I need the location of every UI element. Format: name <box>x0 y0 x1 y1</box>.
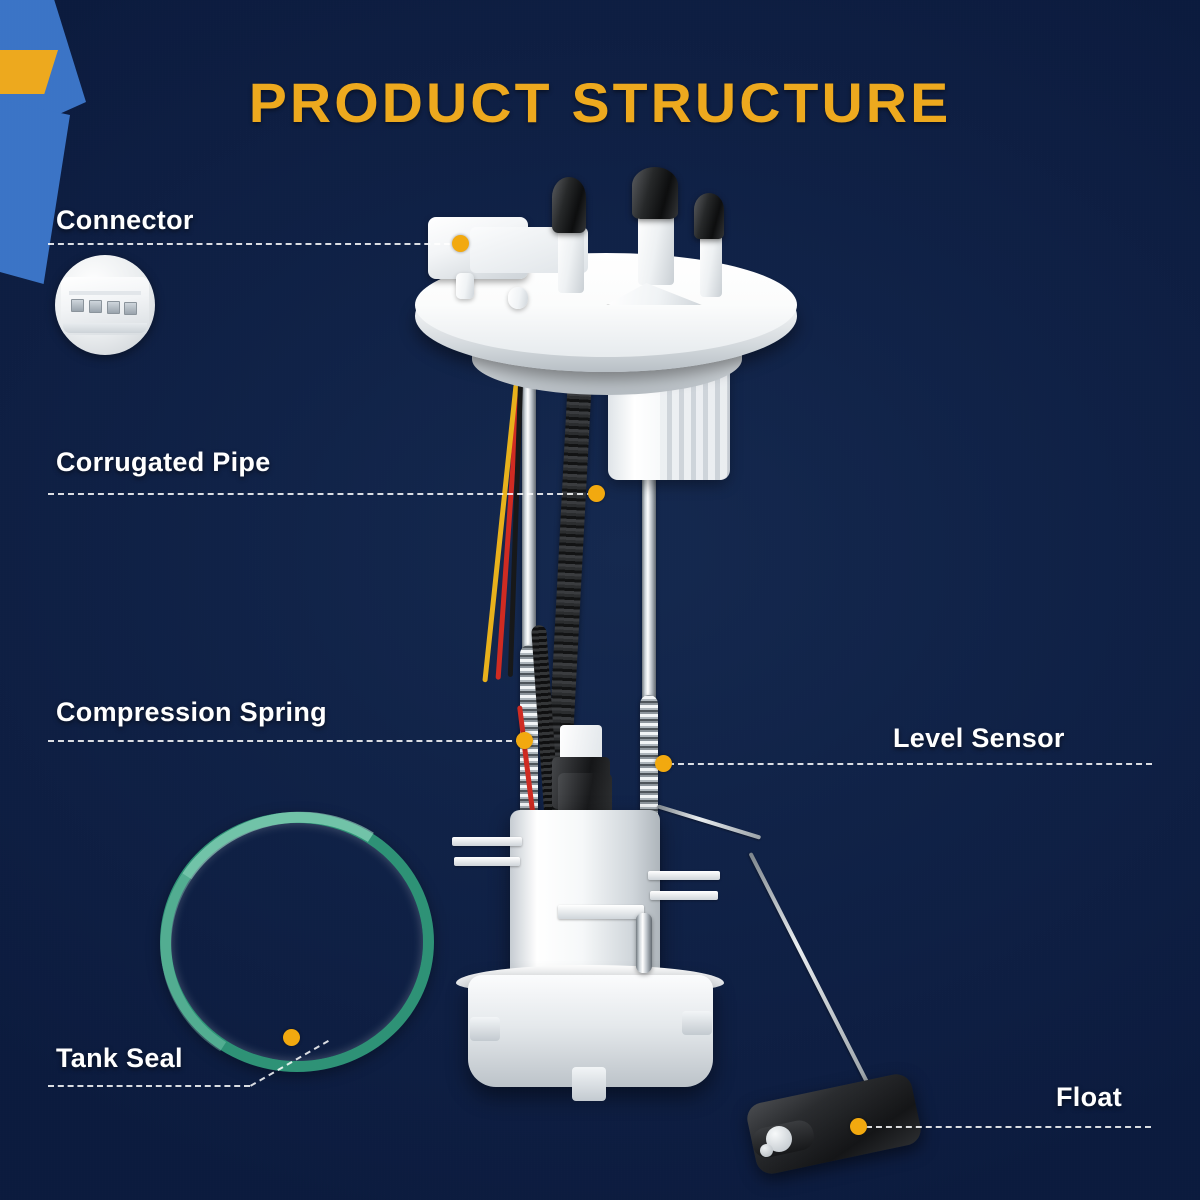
connector-pin-3 <box>107 301 120 314</box>
housing-fin-left-1 <box>452 837 522 846</box>
port-cap-1 <box>552 177 586 233</box>
callout-leader-level-sensor <box>668 763 1152 765</box>
callout-leader-tank-seal <box>48 1085 250 1087</box>
callout-label-connector: Connector <box>56 205 194 235</box>
port-cap-2 <box>632 167 678 219</box>
callout-label-float: Float <box>1056 1082 1122 1112</box>
flange-boss-small <box>456 273 474 299</box>
page-title: PRODUCT STRUCTURE <box>248 71 952 134</box>
callout-marker-corrugated-pipe <box>588 485 605 502</box>
connector-inset-body <box>61 277 149 335</box>
callout-marker-tank-seal <box>283 1029 300 1046</box>
tank-seal-oring <box>160 812 434 1072</box>
callout-marker-connector <box>452 235 469 252</box>
connector-pin-2 <box>89 300 102 313</box>
connector-pin-1 <box>71 299 84 312</box>
housing-chrome-pin <box>636 913 652 973</box>
callout-leader-corrugated-pipe <box>48 493 593 495</box>
product-image-fuel-pump-assembly <box>410 165 830 1101</box>
connector-inset-slot <box>69 291 141 295</box>
connector-inset-photo <box>55 255 155 355</box>
housing-foot-left <box>470 1017 500 1041</box>
callout-leader-connector <box>48 243 460 245</box>
housing-foot-right <box>682 1011 712 1035</box>
flange-boss-round <box>508 287 528 309</box>
corrugated-pipe-main <box>546 352 594 784</box>
callout-leader-compression-spring <box>48 740 522 742</box>
port-stem-3 <box>700 227 722 297</box>
port-cap-3 <box>694 193 724 239</box>
housing-fin-mid <box>558 905 644 919</box>
housing-fin-left-2 <box>454 857 520 866</box>
housing-fin-right-1 <box>648 871 720 880</box>
housing-foot-center <box>572 1067 606 1101</box>
callout-leader-float <box>866 1126 1151 1128</box>
callout-marker-level-sensor <box>655 755 672 772</box>
callout-label-tank-seal: Tank Seal <box>56 1043 183 1073</box>
connector-inset-lip <box>63 323 147 333</box>
callout-marker-float <box>850 1118 867 1135</box>
callout-label-corrugated-pipe: Corrugated Pipe <box>56 447 271 477</box>
callout-label-level-sensor: Level Sensor <box>893 723 1065 753</box>
callout-label-compression-spring: Compression Spring <box>56 697 327 727</box>
connector-pin-4 <box>124 302 137 315</box>
float-pivot-pin <box>760 1144 773 1157</box>
callout-marker-compression-spring <box>516 732 533 749</box>
housing-fin-right-2 <box>650 891 718 900</box>
